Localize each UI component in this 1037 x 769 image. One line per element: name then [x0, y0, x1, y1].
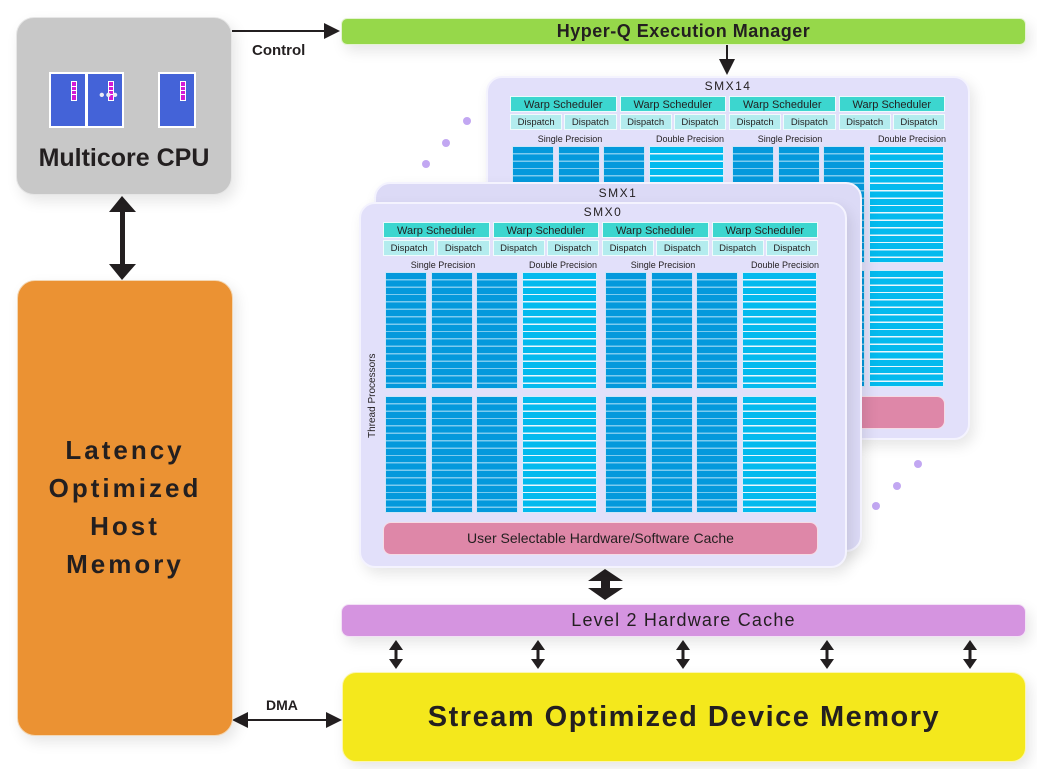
double-precision-label: Double Precision: [655, 134, 725, 144]
single-precision-cores: [476, 272, 518, 389]
dispatch-unit: Dispatch: [510, 114, 563, 130]
host-memory-label: Latency Optimized Host Memory: [18, 431, 232, 583]
smx-l2-arrow: [588, 569, 623, 600]
l2-device-arrow: [963, 640, 977, 669]
dispatch-unit: Dispatch: [656, 240, 709, 256]
dispatch-unit: Dispatch: [673, 114, 726, 130]
smx-title: SMX0: [583, 205, 623, 219]
dispatch-unit: Dispatch: [564, 114, 617, 130]
l2-device-arrows: [389, 640, 977, 669]
cpu-core-icon: [158, 72, 196, 128]
dispatch-unit: Dispatch: [437, 240, 490, 256]
single-precision-cores: [385, 396, 427, 513]
single-precision-cores: [650, 272, 693, 389]
dma-label: DMA: [266, 697, 298, 713]
single-precision-cores: [650, 396, 693, 513]
double-precision-label: Double Precision: [877, 134, 947, 144]
smx-title: SMX1: [598, 186, 638, 200]
l2-device-arrow: [389, 640, 403, 669]
dispatch-unit: Dispatch: [892, 114, 945, 130]
l2-device-arrow: [676, 640, 690, 669]
cpu-core-icon: [86, 72, 124, 128]
warp-scheduler: Warp Scheduler: [619, 96, 726, 112]
thread-processors-label: Thread Processors: [367, 353, 378, 438]
dispatch-unit: Dispatch: [838, 114, 891, 130]
double-precision-label: Double Precision: [750, 260, 820, 270]
dispatch-unit: Dispatch: [765, 240, 818, 256]
single-precision-cores: [605, 396, 647, 513]
double-precision-cores: [869, 146, 944, 263]
single-precision-cores: [696, 272, 738, 389]
warp-scheduler: Warp Scheduler: [510, 96, 617, 112]
single-precision-cores: [430, 272, 473, 389]
user-selectable-cache: User Selectable Hardware/Software Cache: [383, 522, 818, 555]
single-precision-label: Single Precision: [757, 134, 823, 144]
cpu-core-icon: [49, 72, 87, 128]
device-memory-block: Stream Optimized Device Memory: [342, 672, 1026, 762]
warp-scheduler: Warp Scheduler: [711, 222, 818, 238]
host-memory-line: Host: [90, 511, 160, 541]
dispatch-unit: Dispatch: [711, 240, 764, 256]
level2-cache: Level 2 Hardware Cache: [341, 604, 1026, 637]
host-memory-block: Latency Optimized Host Memory: [17, 280, 233, 736]
host-memory-line: Optimized: [48, 473, 202, 503]
cpu-ellipsis: •••: [99, 87, 119, 104]
device-memory-label: Stream Optimized Device Memory: [427, 701, 941, 733]
host-memory-line: Latency: [65, 435, 185, 465]
hyperq-label: Hyper-Q Execution Manager: [556, 21, 811, 41]
single-precision-cores: [605, 272, 647, 389]
double-precision-cores: [522, 396, 597, 513]
dispatch-unit: Dispatch: [492, 240, 545, 256]
host-memory-line: Memory: [66, 549, 184, 579]
double-precision-cores: [742, 396, 817, 513]
warp-scheduler: Warp Scheduler: [729, 96, 836, 112]
ellipsis-dot: [872, 502, 880, 510]
double-precision-cores: [742, 272, 817, 389]
dispatch-unit: Dispatch: [729, 114, 782, 130]
ellipsis-dot: [914, 460, 922, 468]
warp-scheduler: Warp Scheduler: [492, 222, 599, 238]
level2-cache-label: Level 2 Hardware Cache: [571, 610, 796, 630]
single-precision-label: Single Precision: [537, 134, 603, 144]
dispatch-unit: Dispatch: [602, 240, 655, 256]
double-precision-cores: [869, 270, 944, 387]
dispatch-unit: Dispatch: [619, 114, 672, 130]
dispatch-unit: Dispatch: [783, 114, 836, 130]
l2-device-arrow: [531, 640, 545, 669]
single-precision-cores: [430, 396, 473, 513]
single-precision-label: Single Precision: [410, 260, 476, 270]
control-label: Control: [252, 42, 306, 59]
warp-scheduler: Warp Scheduler: [602, 222, 709, 238]
ellipsis-dot: [893, 482, 901, 490]
dispatch-unit: Dispatch: [546, 240, 599, 256]
single-precision-cores: [476, 396, 518, 513]
smx-title: SMX14: [704, 79, 752, 93]
l2-device-arrow: [820, 640, 834, 669]
cpu-host-arrow: [109, 196, 136, 280]
ellipsis-dot: [442, 139, 450, 147]
ellipsis-dot: [422, 160, 430, 168]
dispatch-unit: Dispatch: [383, 240, 436, 256]
double-precision-label: Double Precision: [528, 260, 598, 270]
single-precision-label: Single Precision: [630, 260, 696, 270]
warp-scheduler: Warp Scheduler: [838, 96, 945, 112]
warp-scheduler: Warp Scheduler: [383, 222, 490, 238]
double-precision-cores: [522, 272, 597, 389]
single-precision-cores: [696, 396, 738, 513]
cpu-label: Multicore CPU: [38, 144, 210, 172]
single-precision-cores: [385, 272, 427, 389]
multicore-cpu-block: ••• Multicore CPU: [16, 17, 232, 195]
ellipsis-dot: [463, 117, 471, 125]
hyperq-execution-manager: Hyper-Q Execution Manager: [341, 18, 1026, 45]
